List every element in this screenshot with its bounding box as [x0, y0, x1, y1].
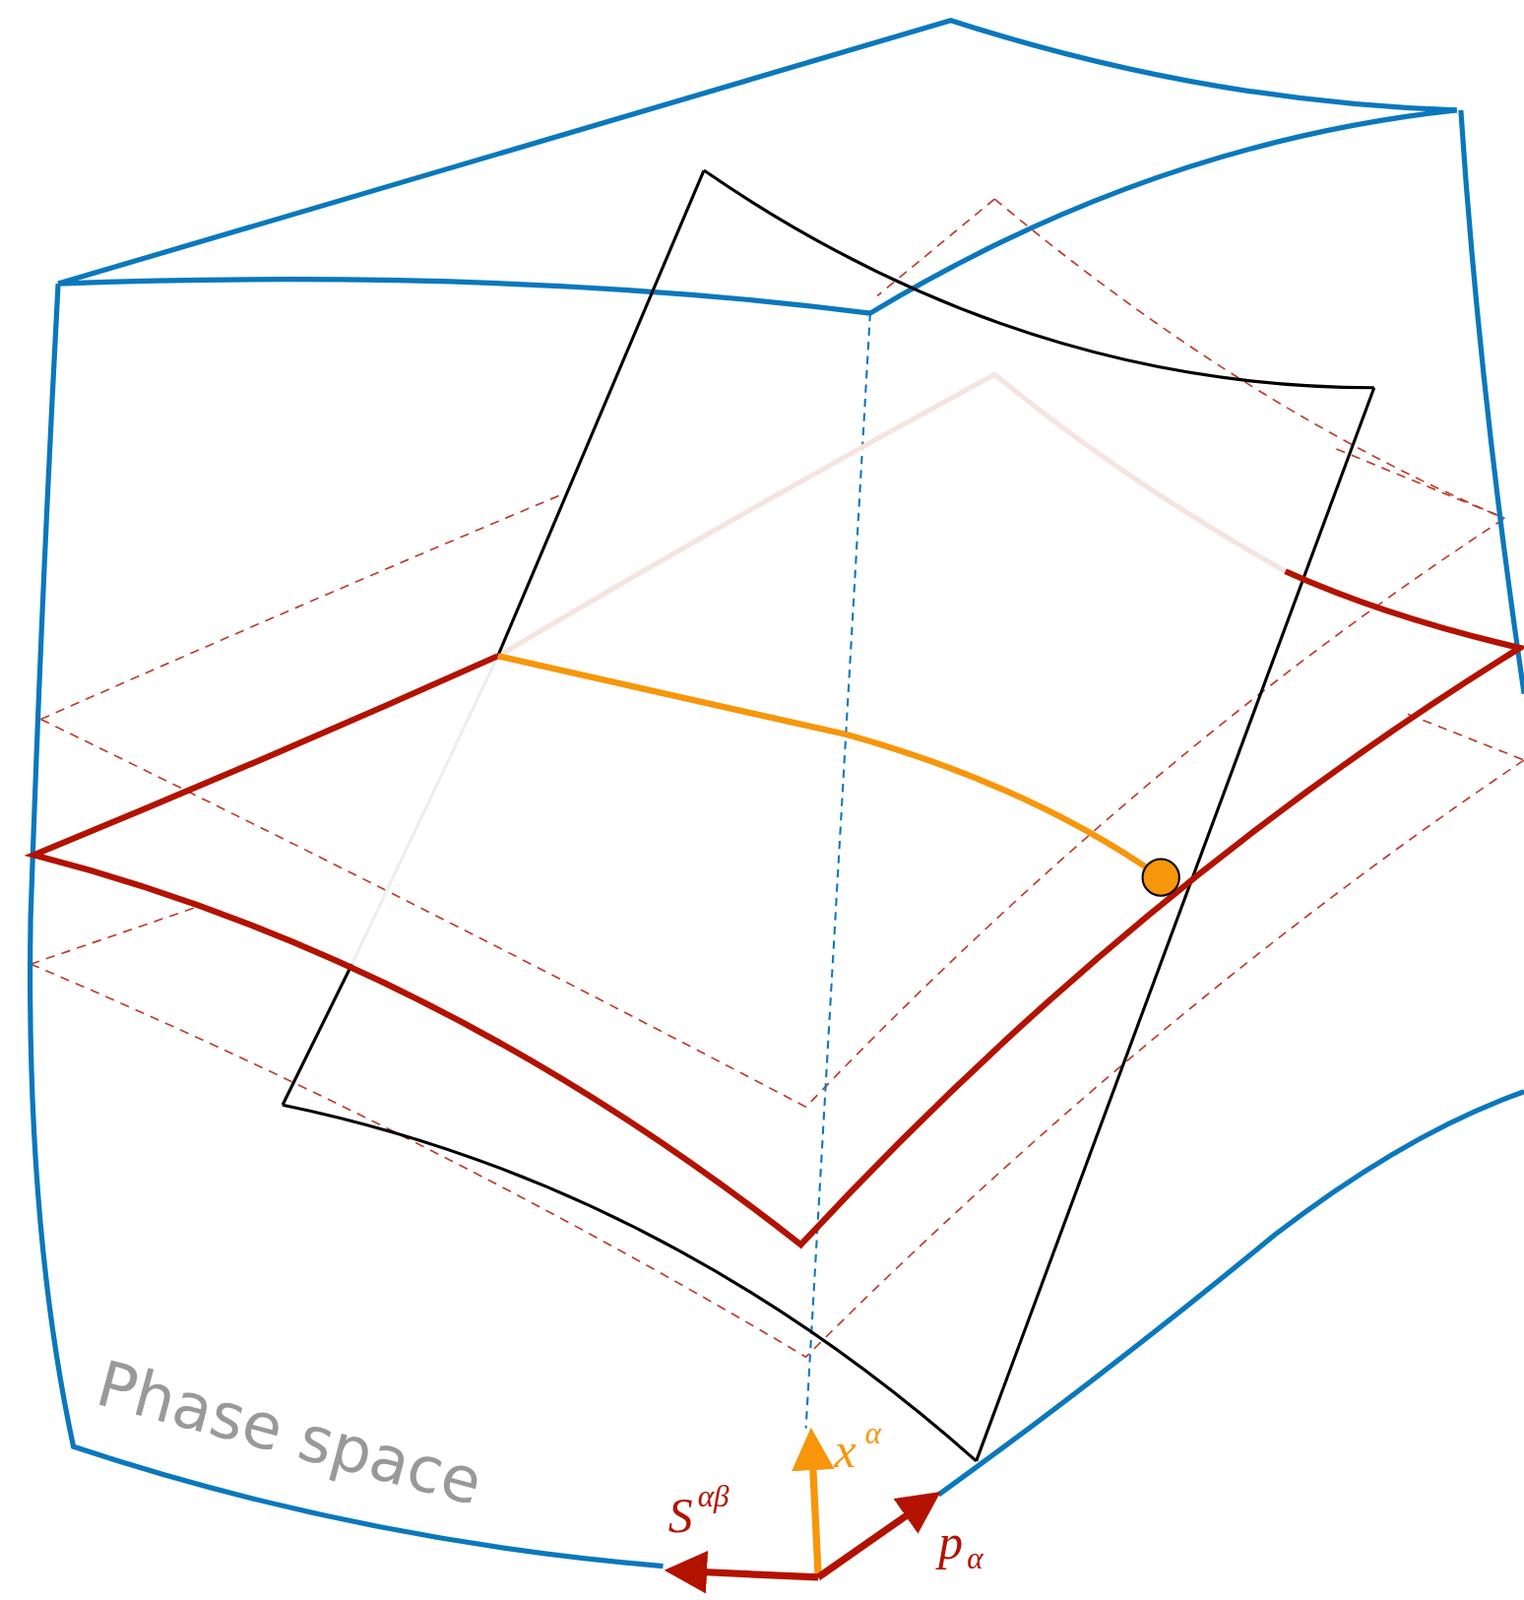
hidden-sheet-edge [351, 655, 498, 964]
p-axis-arrow [818, 1503, 924, 1578]
s-axis-arrow [685, 1571, 819, 1578]
constraint-sheet [282, 170, 1375, 1461]
red-surface [33, 571, 1521, 1245]
vertical-dashed [806, 313, 871, 1429]
s-symbol: S [668, 1491, 694, 1541]
phase-space-outline [30, 20, 1524, 1567]
phase-space-label: Phase space [90, 1351, 489, 1516]
x-superscript: α [865, 1417, 882, 1449]
hidden-red-edge [498, 374, 1286, 656]
x-symbol: x [834, 1426, 857, 1476]
p-symbol: p [938, 1518, 963, 1568]
s-superscript: αβ [698, 1481, 730, 1513]
orange-curve [498, 655, 1162, 878]
orange-point [1143, 858, 1180, 895]
dashed-surfaces [30, 198, 1524, 1357]
x-axis-arrow [812, 1448, 819, 1573]
p-subscript: α [966, 1542, 983, 1574]
